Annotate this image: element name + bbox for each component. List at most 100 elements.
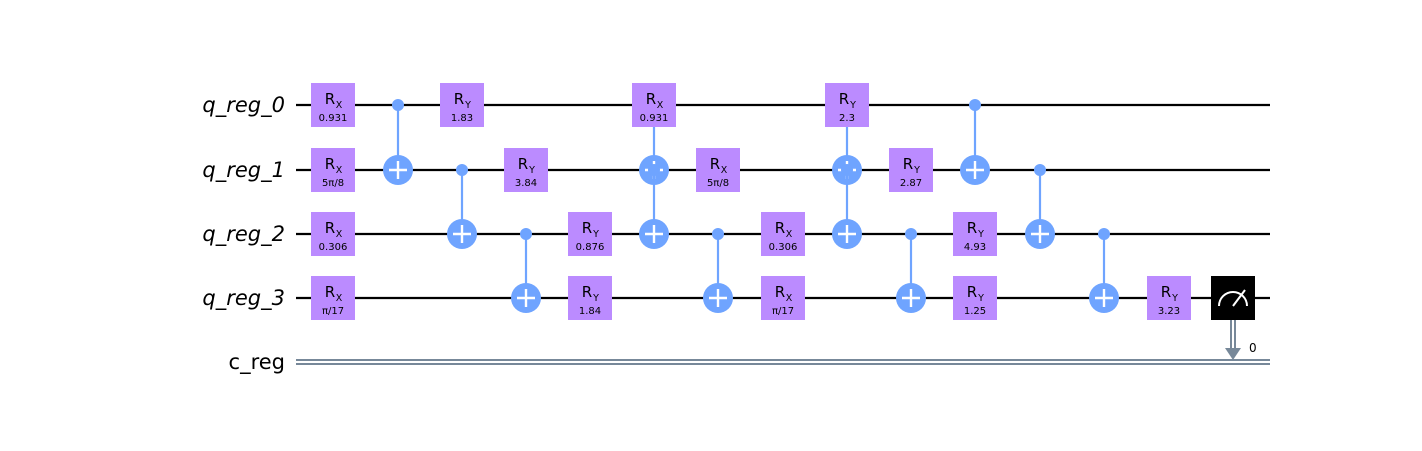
- gate-box: [761, 212, 805, 256]
- gate-name: R: [967, 219, 977, 237]
- gate-parameter: 1.83: [451, 113, 473, 124]
- gate-box: [311, 276, 355, 320]
- gate-axis: Y: [977, 293, 984, 304]
- gate-name: R: [710, 155, 720, 173]
- gate-box: [761, 276, 805, 320]
- cnot-gate: [960, 99, 990, 185]
- control-dot: [712, 228, 724, 240]
- gate-name: R: [967, 283, 977, 301]
- gate-box: [568, 212, 612, 256]
- gate-box: [440, 83, 484, 127]
- gate-box: [889, 148, 933, 192]
- gate-name: R: [325, 283, 335, 301]
- gate-box: [825, 83, 869, 127]
- gate-axis: X: [336, 293, 343, 304]
- gate-box: [504, 148, 548, 192]
- meter-arc: [1218, 291, 1248, 307]
- qubit-label-0: q_reg_0: [202, 93, 285, 118]
- gate-name: R: [325, 155, 335, 173]
- control-dot: [520, 228, 532, 240]
- gate-axis: X: [721, 165, 728, 176]
- meter-needle: [1232, 289, 1246, 307]
- gate-box: [311, 212, 355, 256]
- gate-parameter: 2.87: [900, 178, 922, 189]
- gate-parameter: 5π/8: [707, 178, 729, 189]
- gate-name: R: [839, 90, 849, 108]
- measure-box: [1211, 276, 1255, 320]
- control-dot: [841, 164, 853, 176]
- gate-box: [632, 83, 676, 127]
- register-labels: q_reg_0q_reg_1q_reg_2q_reg_3c_reg: [202, 93, 285, 375]
- cnot-gate: [447, 164, 477, 249]
- gate-parameter: 0.306: [769, 242, 798, 253]
- gate-box: [1147, 276, 1191, 320]
- gate-axis: Y: [849, 100, 856, 111]
- cnot-gate: [511, 228, 541, 313]
- gate-box: [311, 148, 355, 192]
- gate-parameter: 5π/8: [322, 178, 344, 189]
- control-dot: [648, 164, 660, 176]
- gate-parameter: 4.93: [964, 242, 986, 253]
- qubit-label-2: q_reg_2: [202, 222, 285, 247]
- cnot-gate: [1025, 164, 1055, 249]
- gate-axis: X: [786, 293, 793, 304]
- cnot-gate: [383, 99, 413, 185]
- gate-axis: Y: [977, 229, 984, 240]
- cnot-gate: [832, 164, 862, 249]
- gate-box: [696, 148, 740, 192]
- gate-axis: Y: [1171, 293, 1178, 304]
- gate-name: R: [903, 155, 913, 173]
- qubit-label-1: q_reg_1: [202, 158, 285, 183]
- gate-name: R: [454, 90, 464, 108]
- control-dot: [1098, 228, 1110, 240]
- classical-register-label: c_reg: [229, 350, 285, 375]
- gate-parameter: 3.84: [515, 178, 537, 189]
- gate-axis: X: [336, 100, 343, 111]
- gate-name: R: [582, 283, 592, 301]
- cnot-gate: [639, 164, 669, 249]
- gate-parameter: 0.876: [576, 242, 605, 253]
- gate-box: [568, 276, 612, 320]
- gate-parameter: 0.931: [640, 113, 669, 124]
- cnot-gate: [1089, 228, 1119, 313]
- measure-arrow: [1225, 348, 1241, 360]
- cnot-gate: [703, 228, 733, 313]
- gate-name: R: [1161, 283, 1171, 301]
- control-dot: [1034, 164, 1046, 176]
- control-dot: [969, 99, 981, 111]
- gate-parameter: 1.25: [964, 306, 986, 317]
- gate-axis: X: [336, 229, 343, 240]
- gate-axis: X: [336, 165, 343, 176]
- gate-box: [953, 276, 997, 320]
- gate-axis: Y: [592, 293, 599, 304]
- gate-parameter: π/17: [322, 306, 344, 317]
- gate-parameter: 3.23: [1158, 306, 1180, 317]
- measure-bit-index: 0: [1249, 341, 1257, 355]
- gate-axis: Y: [913, 165, 920, 176]
- gate-name: R: [775, 219, 785, 237]
- gate-axis: Y: [528, 165, 535, 176]
- gate-axis: X: [657, 100, 664, 111]
- gate-parameter: 0.931: [319, 113, 348, 124]
- gate-name: R: [325, 219, 335, 237]
- measure-gate: 0: [1211, 276, 1257, 360]
- gate-name: R: [518, 155, 528, 173]
- gate-parameter: 1.84: [579, 306, 601, 317]
